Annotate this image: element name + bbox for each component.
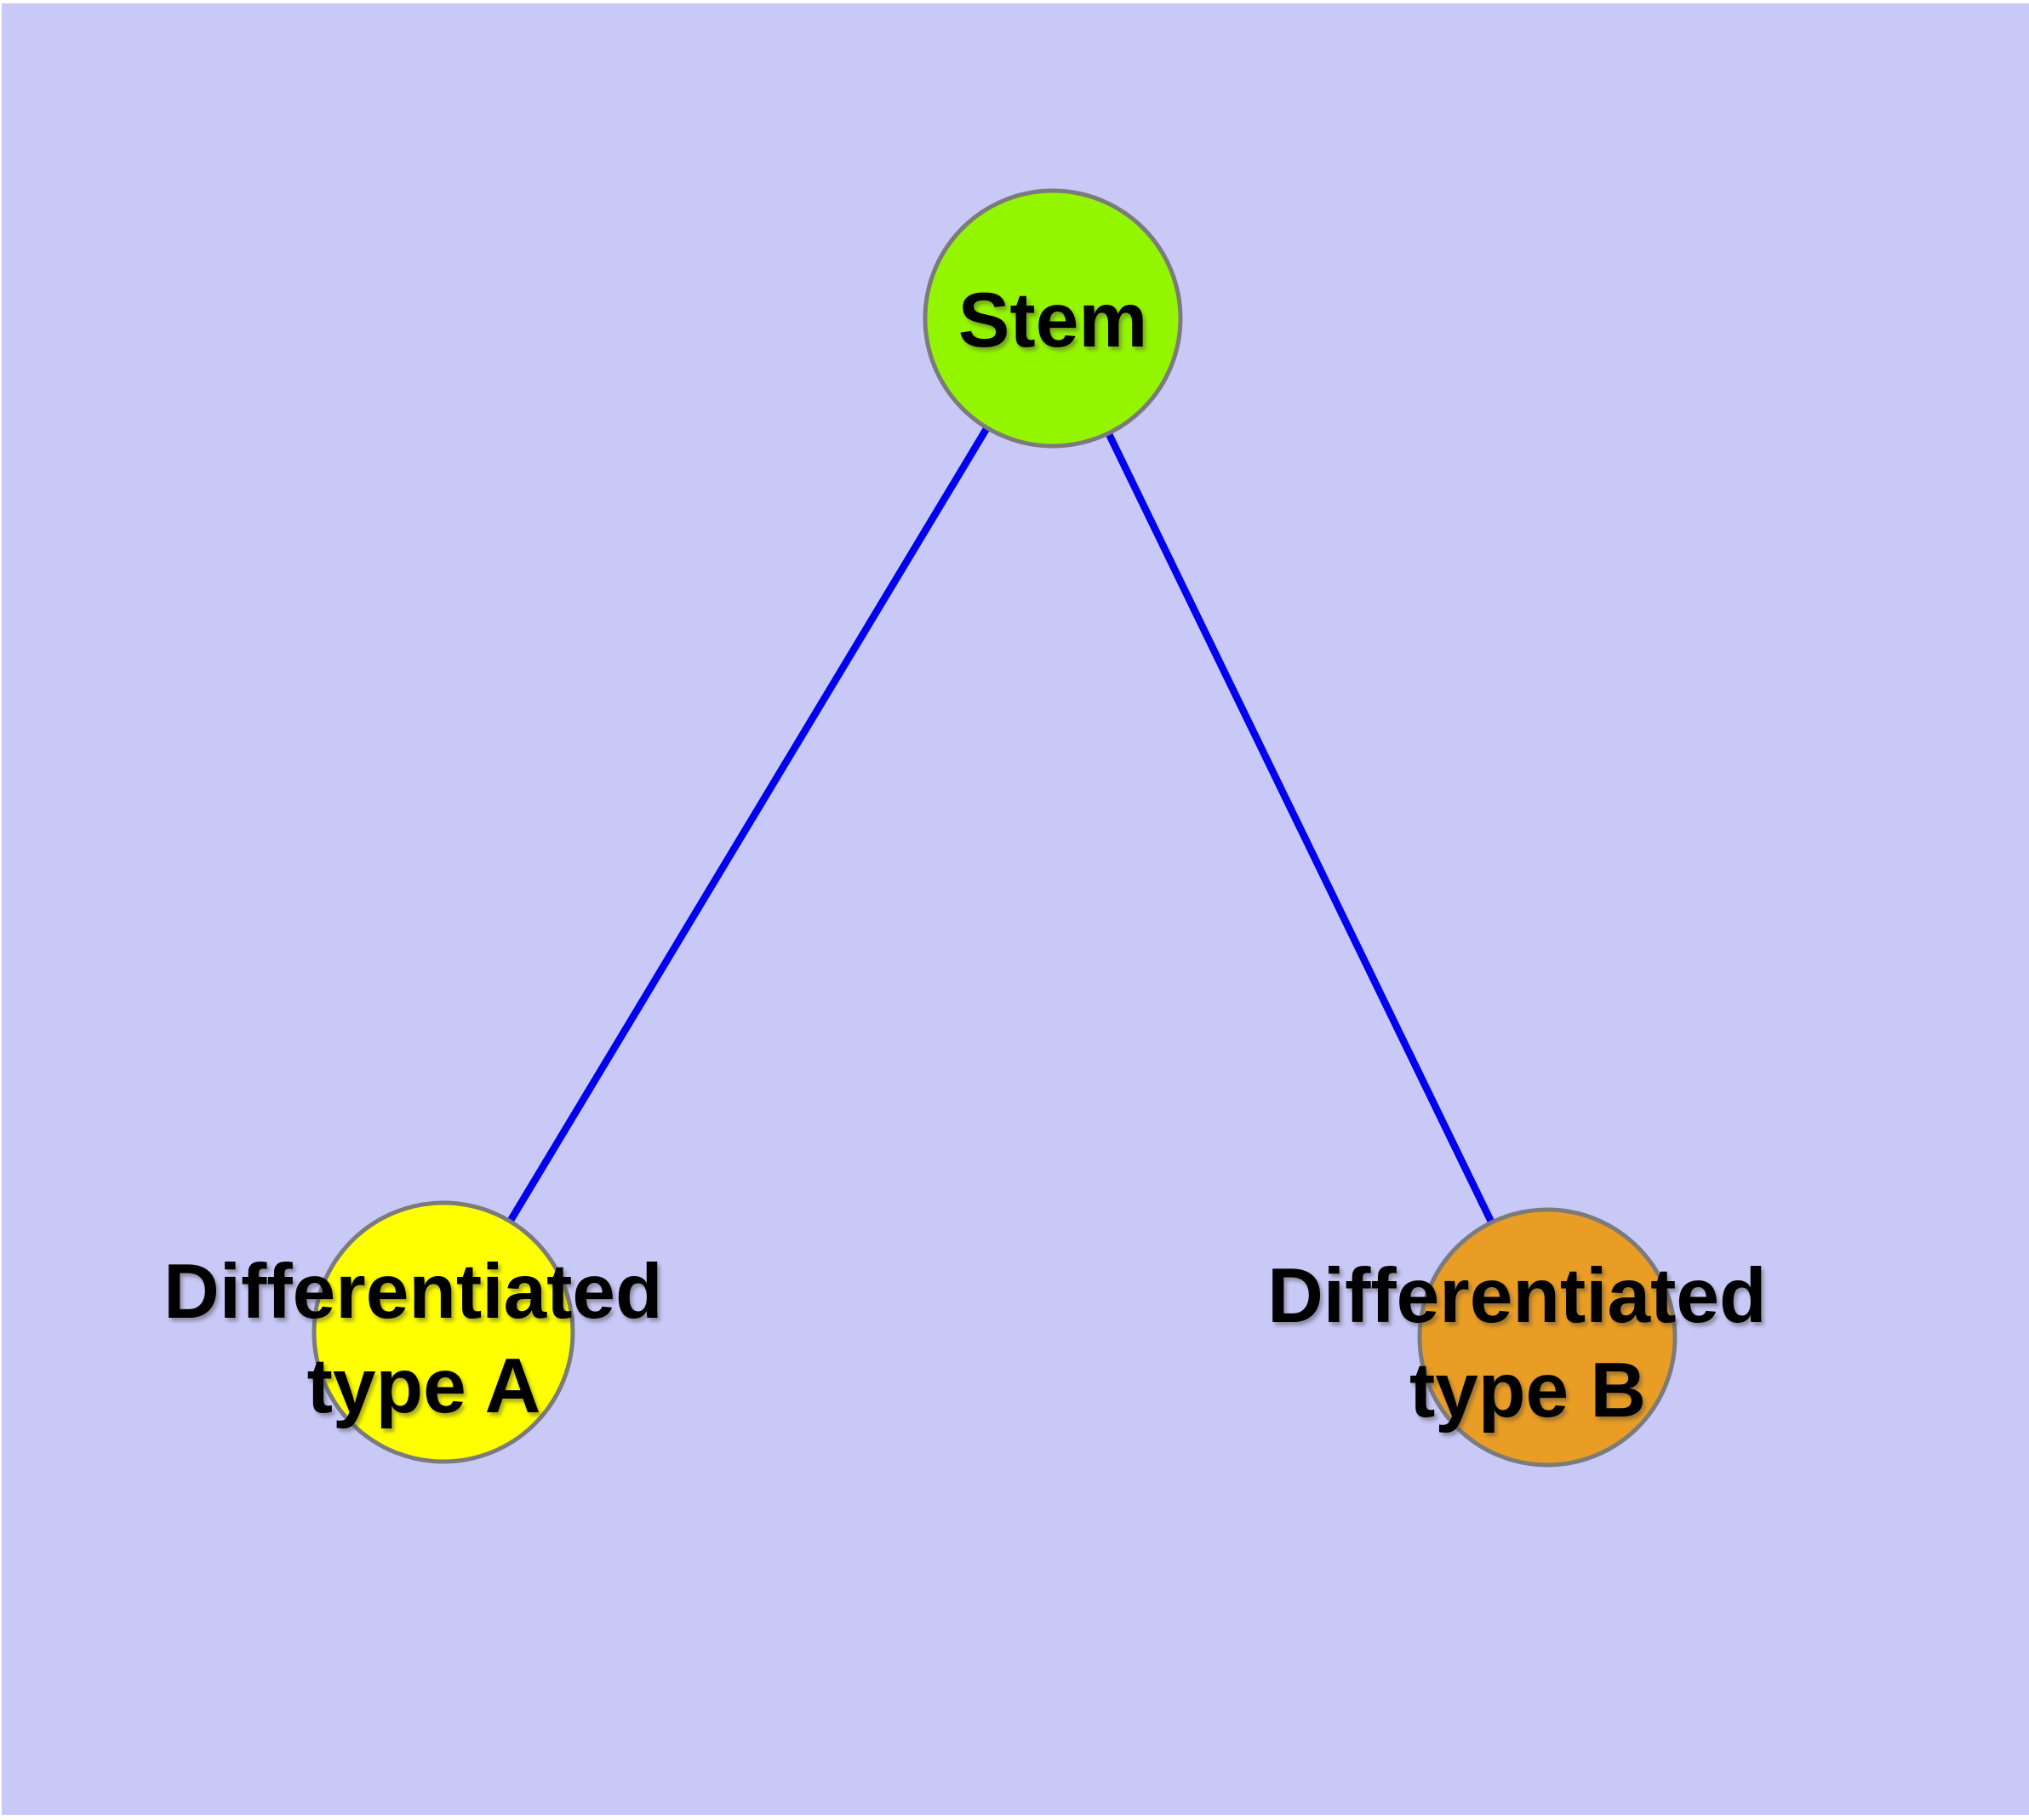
node-differentiated-type-b bbox=[1417, 1207, 1677, 1468]
node-label-type-a-line1: Differentiated bbox=[163, 1249, 663, 1335]
edge-stem-to-type-a bbox=[440, 316, 1056, 1335]
node-label-type-b-line1: Differentiated bbox=[1267, 1253, 1767, 1339]
node-label-type-b: Differentiated type B bbox=[1267, 1253, 1788, 1434]
node-stem bbox=[923, 188, 1183, 449]
node-differentiated-type-a bbox=[311, 1200, 575, 1464]
edge-stem-to-type-b bbox=[1049, 317, 1551, 1339]
node-label-type-a: Differentiated type A bbox=[163, 1249, 684, 1429]
node-label-stem: Stem bbox=[958, 278, 1148, 363]
node-label-type-a-line2: type A bbox=[307, 1343, 541, 1429]
node-label-type-b-line2: type B bbox=[1409, 1348, 1646, 1434]
